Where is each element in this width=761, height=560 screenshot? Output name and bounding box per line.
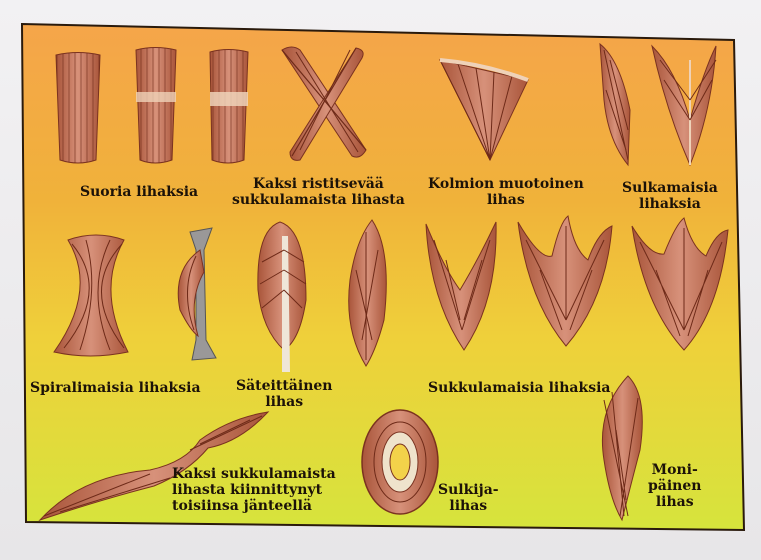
straight-muscle-1	[56, 53, 100, 164]
label-moni: Moni- päinen lihas	[648, 462, 701, 510]
label-line: sukkulamaista lihasta	[232, 192, 405, 208]
label-line: lihas	[438, 498, 499, 514]
label-kaksi-risti: Kaksi ristitsevää sukkulamaista lihasta	[232, 176, 405, 208]
label-spiraali: Spiralimaisia lihaksia	[30, 380, 201, 396]
label-line: Kaksi sukkulamaista	[172, 466, 336, 482]
label-line: Sulkamaisia	[622, 180, 718, 196]
label-sateittainen: Säteittäinen lihas	[236, 378, 332, 410]
label-line: lihasta kiinnittynyt	[172, 482, 336, 498]
label-sulkija: Sulkija- lihas	[438, 482, 499, 514]
label-line: Sulkija-	[438, 482, 499, 498]
label-sulkamaisia: Sulkamaisia lihaksia	[622, 180, 718, 212]
label-line: Kaksi ristitsevää	[232, 176, 405, 192]
label-line: päinen	[648, 478, 701, 494]
label-line: lihas	[236, 394, 332, 410]
straight-muscle-3	[210, 50, 248, 164]
label-line: Säteittäinen	[236, 378, 332, 394]
sphincter-muscle	[362, 410, 438, 514]
label-line: Moni-	[648, 462, 701, 478]
label-line: lihas	[648, 494, 701, 510]
label-sukkula: Sukkulamaisia lihaksia	[428, 380, 610, 396]
label-kaksi-sukkula: Kaksi sukkulamaista lihasta kiinnittynyt…	[172, 466, 336, 514]
label-line: lihaksia	[622, 196, 718, 212]
label-line: Spiralimaisia lihaksia	[30, 380, 201, 396]
label-suoria: Suoria lihaksia	[80, 184, 198, 200]
label-line: lihas	[428, 192, 584, 208]
label-kolmio: Kolmion muotoinen lihas	[428, 176, 584, 208]
label-line: Suoria lihaksia	[80, 184, 198, 200]
label-line: Kolmion muotoinen	[428, 176, 584, 192]
straight-muscle-2	[136, 48, 176, 164]
label-line: Sukkulamaisia lihaksia	[428, 380, 610, 396]
label-line: toisiinsa jänteellä	[172, 498, 336, 514]
